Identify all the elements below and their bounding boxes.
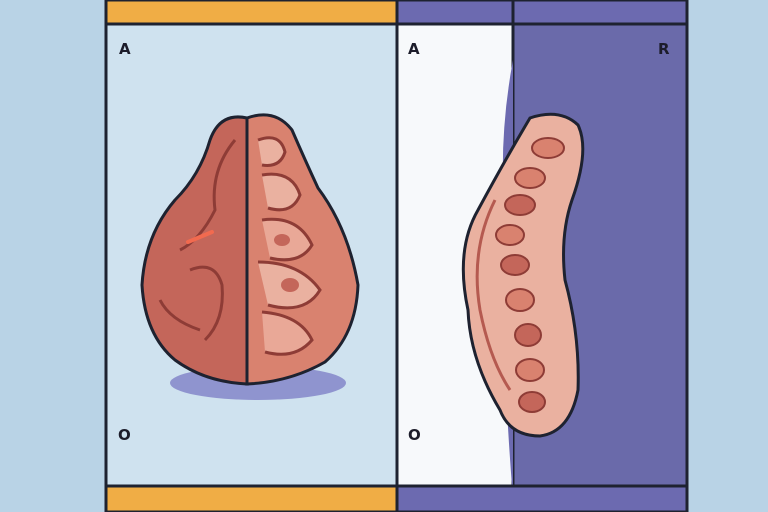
organ-fold bbox=[257, 136, 287, 167]
organ-highlight bbox=[186, 230, 214, 244]
bottom-band-purple bbox=[395, 484, 689, 512]
organ-ridge bbox=[158, 299, 201, 332]
top-band-purple bbox=[395, 0, 689, 26]
organ-lobe bbox=[274, 234, 290, 246]
organ-left-half bbox=[140, 115, 249, 386]
specimen-fold bbox=[514, 323, 542, 347]
bottom-band-orange bbox=[104, 484, 399, 512]
organ-fold bbox=[261, 310, 314, 356]
panel-middle-label-top: A bbox=[408, 40, 420, 58]
specimen-fold bbox=[531, 137, 565, 159]
specimen-fold bbox=[514, 167, 546, 189]
specimen-section bbox=[461, 112, 585, 438]
organ-ridge bbox=[189, 265, 224, 342]
organ-cross-section bbox=[140, 113, 360, 386]
specimen-fold bbox=[504, 194, 536, 216]
organ-lobe bbox=[281, 278, 299, 292]
panel-middle-label-bottom: O bbox=[408, 426, 421, 444]
specimen-fold bbox=[505, 288, 535, 312]
specimen-fold bbox=[500, 254, 530, 276]
specimen-fold bbox=[495, 224, 525, 246]
top-band-orange bbox=[104, 0, 399, 26]
specimen-inner bbox=[475, 199, 512, 391]
panel-left-label-top: A bbox=[119, 40, 131, 58]
specimen-fold bbox=[515, 358, 545, 382]
organ-fold bbox=[261, 172, 302, 212]
panel-right-label-top: R bbox=[658, 40, 670, 58]
specimen-fold bbox=[518, 391, 546, 413]
panel-left-label-bottom: O bbox=[118, 426, 131, 444]
